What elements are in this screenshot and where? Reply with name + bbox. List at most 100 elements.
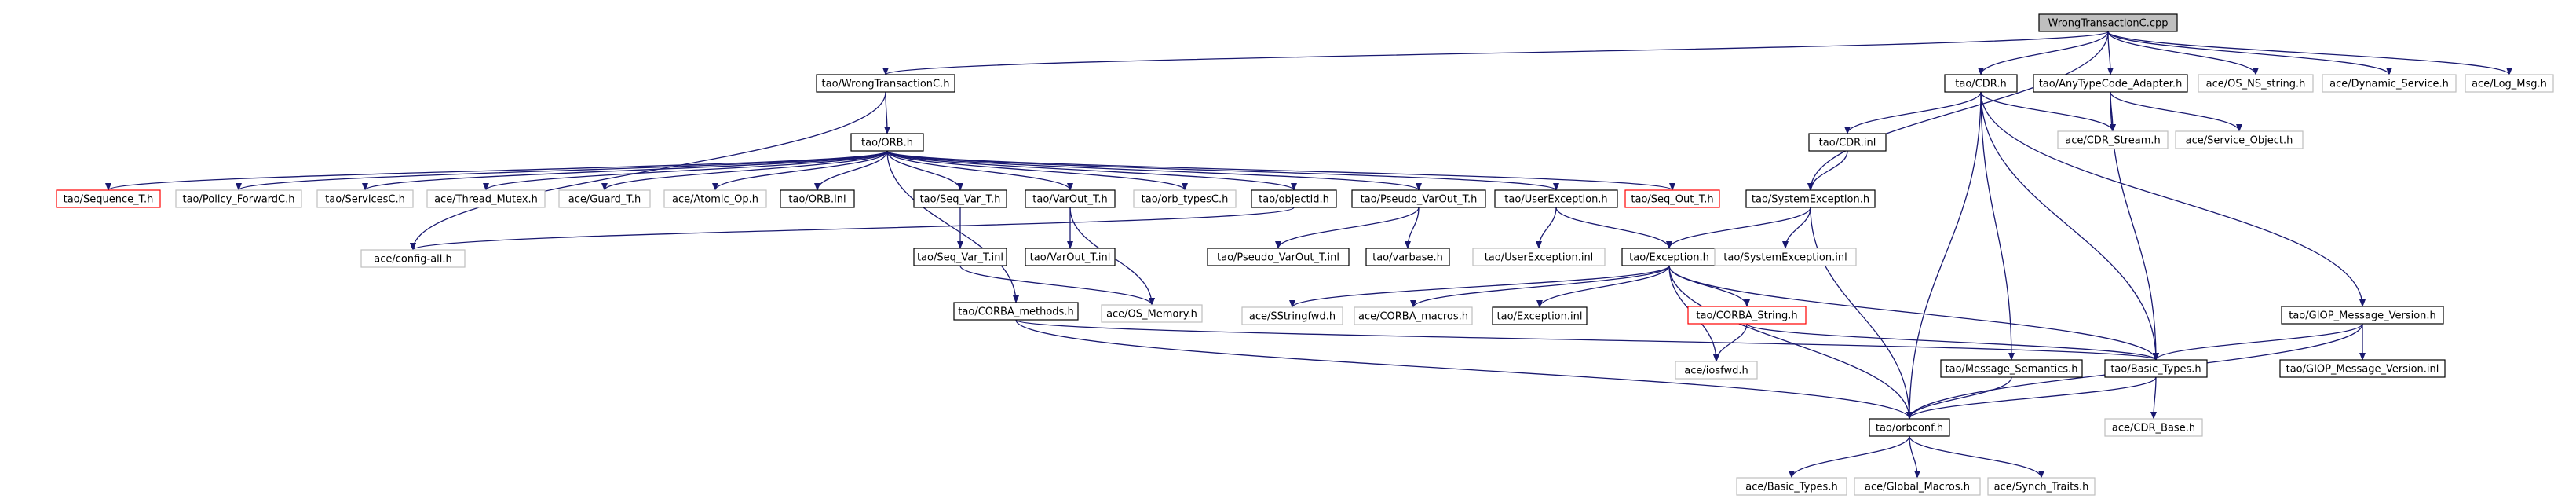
node-box bbox=[2322, 74, 2457, 93]
node-dynsvc[interactable]: ace/Dynamic_Service.h bbox=[2322, 74, 2457, 93]
node-box bbox=[1869, 418, 1950, 437]
node-box bbox=[1675, 361, 1758, 380]
edge-userexc-to-userexcinl bbox=[1536, 207, 1557, 249]
node-cdrstream[interactable]: ace/CDR_Stream.h bbox=[2057, 130, 2169, 149]
node-sysexc[interactable]: tao/SystemException.h bbox=[1745, 189, 1876, 208]
node-box bbox=[2281, 306, 2444, 325]
edge-orb-to-atomicop bbox=[712, 150, 888, 191]
node-cdrinl[interactable]: tao/CDR.inl bbox=[1808, 133, 1887, 152]
node-label: ace/Service_Object.h bbox=[2186, 135, 2293, 147]
node-orbinl[interactable]: tao/ORB.inl bbox=[780, 189, 855, 208]
node-label: ace/iosfwd.h bbox=[1684, 365, 1748, 377]
edge-orb-to-varoutt bbox=[886, 150, 1073, 191]
edge-layer bbox=[105, 31, 2512, 479]
node-label: tao/Exception.h bbox=[1629, 252, 1709, 264]
node-configall[interactable]: ace/config-all.h bbox=[360, 249, 466, 268]
node-root[interactable]: WrongTransactionC.cpp bbox=[2038, 13, 2178, 32]
node-globalmacros[interactable]: ace/Global_Macros.h bbox=[1854, 477, 1981, 496]
node-msgsem[interactable]: tao/Message_Semantics.h bbox=[1940, 359, 2083, 378]
node-giopmvinl[interactable]: tao/GIOP_Message_Version.inl bbox=[2279, 359, 2446, 378]
node-orbtypes[interactable]: tao/orb_typesC.h bbox=[1133, 189, 1237, 208]
edge-root-to-osns bbox=[2107, 31, 2259, 75]
node-label: tao/orb_typesC.h bbox=[1142, 194, 1229, 206]
node-box bbox=[1101, 304, 1203, 323]
edge-orb-to-orbtypes bbox=[886, 150, 1188, 191]
node-label: ace/Thread_Mutex.h bbox=[434, 194, 538, 206]
node-box bbox=[1241, 306, 1343, 325]
node-acebasic[interactable]: ace/Basic_Types.h bbox=[1736, 477, 1847, 496]
node-label: tao/CDR.h bbox=[1955, 79, 2006, 90]
node-svcc[interactable]: tao/ServicesC.h bbox=[316, 189, 414, 208]
node-pvoinl[interactable]: tao/Pseudo_VarOut_T.inl bbox=[1207, 248, 1350, 266]
node-varouttinl[interactable]: tao/VarOut_T.inl bbox=[1025, 248, 1116, 266]
node-label: ace/config-all.h bbox=[374, 254, 452, 266]
node-thrmutex[interactable]: ace/Thread_Mutex.h bbox=[426, 189, 546, 208]
node-label: tao/VarOut_T.h bbox=[1032, 194, 1107, 206]
edge-exch-to-basictypes bbox=[1668, 265, 2159, 361]
node-excinl[interactable]: tao/Exception.inl bbox=[1492, 306, 1588, 325]
node-iosfwd[interactable]: ace/iosfwd.h bbox=[1675, 361, 1758, 380]
node-label: ace/OS_NS_string.h bbox=[2206, 79, 2306, 90]
node-synchtraits[interactable]: ace/Synch_Traits.h bbox=[1987, 477, 2096, 496]
edge-corbameth-to-basictypes bbox=[1015, 319, 2159, 361]
node-varoutt[interactable]: tao/VarOut_T.h bbox=[1025, 189, 1116, 208]
node-osmem[interactable]: ace/OS_Memory.h bbox=[1101, 304, 1203, 323]
node-pvo[interactable]: tao/Pseudo_VarOut_T.h bbox=[1351, 189, 1486, 208]
node-seqvartinl[interactable]: tao/Seq_Var_T.inl bbox=[913, 248, 1007, 266]
node-label: ace/Atomic_Op.h bbox=[672, 194, 758, 206]
node-box bbox=[1854, 477, 1981, 496]
edge-root-to-logmsg bbox=[2107, 31, 2512, 75]
node-seqout[interactable]: tao/Seq_Out_T.h bbox=[1624, 189, 1720, 208]
node-box bbox=[1494, 189, 1618, 208]
node-label: ace/CDR_Stream.h bbox=[2065, 135, 2161, 147]
node-svcobj[interactable]: ace/Service_Object.h bbox=[2175, 130, 2304, 149]
edge-cdr-to-giopmv bbox=[1980, 91, 2366, 307]
edge-userexc-to-exch bbox=[1555, 207, 1672, 249]
node-seqvart[interactable]: tao/Seq_Var_T.h bbox=[913, 189, 1007, 208]
node-corbastr[interactable]: tao/CORBA_String.h bbox=[1687, 306, 1807, 325]
node-atca[interactable]: tao/AnyTypeCode_Adapter.h bbox=[2033, 74, 2188, 93]
node-objectid[interactable]: tao/objectid.h bbox=[1251, 189, 1337, 208]
node-atomicop[interactable]: ace/Atomic_Op.h bbox=[663, 189, 767, 208]
node-userexcinl[interactable]: tao/UserException.inl bbox=[1472, 248, 1606, 266]
node-corbamacros[interactable]: ace/CORBA_macros.h bbox=[1354, 306, 1473, 325]
node-label: tao/Message_Semantics.h bbox=[1946, 364, 2078, 376]
node-sysexcinl[interactable]: tao/SystemException.inl bbox=[1714, 248, 1857, 266]
node-label: tao/CORBA_methods.h bbox=[958, 306, 1073, 318]
node-orbconf[interactable]: tao/orbconf.h bbox=[1869, 418, 1950, 437]
node-cdrbase[interactable]: ace/CDR_Base.h bbox=[2104, 418, 2203, 437]
edge-root-to-atca bbox=[2106, 31, 2114, 75]
node-label: tao/Pseudo_VarOut_T.inl bbox=[1217, 252, 1339, 264]
node-cdr[interactable]: tao/CDR.h bbox=[1944, 74, 2018, 93]
node-polfwd[interactable]: tao/Policy_ForwardC.h bbox=[175, 189, 302, 208]
node-box bbox=[1025, 248, 1116, 266]
node-label: tao/ServicesC.h bbox=[325, 194, 405, 206]
edge-orb-to-seqt bbox=[105, 150, 888, 191]
node-orb[interactable]: tao/ORB.h bbox=[850, 133, 924, 152]
node-guardt[interactable]: ace/Guard_T.h bbox=[558, 189, 651, 208]
node-label: tao/GIOP_Message_Version.h bbox=[2289, 310, 2436, 322]
edge-orb-to-objectid bbox=[886, 150, 1297, 191]
node-corbameth[interactable]: tao/CORBA_methods.h bbox=[953, 302, 1079, 321]
node-label: tao/Sequence_T.h bbox=[64, 194, 154, 206]
node-sstrfwd[interactable]: ace/SStringfwd.h bbox=[1241, 306, 1343, 325]
node-label: tao/Policy_ForwardC.h bbox=[182, 194, 294, 206]
node-varbase[interactable]: tao/varbase.h bbox=[1365, 248, 1450, 266]
node-label: tao/UserException.h bbox=[1504, 194, 1607, 206]
node-label: ace/Synch_Traits.h bbox=[1994, 482, 2089, 493]
edge-cdrinl-to-sysexc bbox=[1807, 150, 1848, 191]
node-osns[interactable]: ace/OS_NS_string.h bbox=[2198, 74, 2314, 93]
node-seqt[interactable]: tao/Sequence_T.h bbox=[56, 189, 161, 208]
node-basictypes[interactable]: tao/Basic_Types.h bbox=[2104, 359, 2208, 378]
edge-orb-to-svcc bbox=[362, 150, 888, 191]
node-box bbox=[1736, 477, 1847, 496]
edge-sysexc-to-orbconf bbox=[1810, 207, 1913, 420]
node-box bbox=[175, 189, 302, 208]
node-exch[interactable]: tao/Exception.h bbox=[1621, 248, 1717, 266]
node-wtch[interactable]: tao/WrongTransactionC.h bbox=[816, 74, 955, 93]
node-userexc[interactable]: tao/UserException.h bbox=[1494, 189, 1618, 208]
node-logmsg[interactable]: ace/Log_Msg.h bbox=[2465, 74, 2554, 93]
edge-orbconf-to-synchtraits bbox=[1909, 435, 2044, 479]
node-giopmv[interactable]: tao/GIOP_Message_Version.h bbox=[2281, 306, 2444, 325]
node-label: tao/CORBA_String.h bbox=[1696, 310, 1797, 322]
